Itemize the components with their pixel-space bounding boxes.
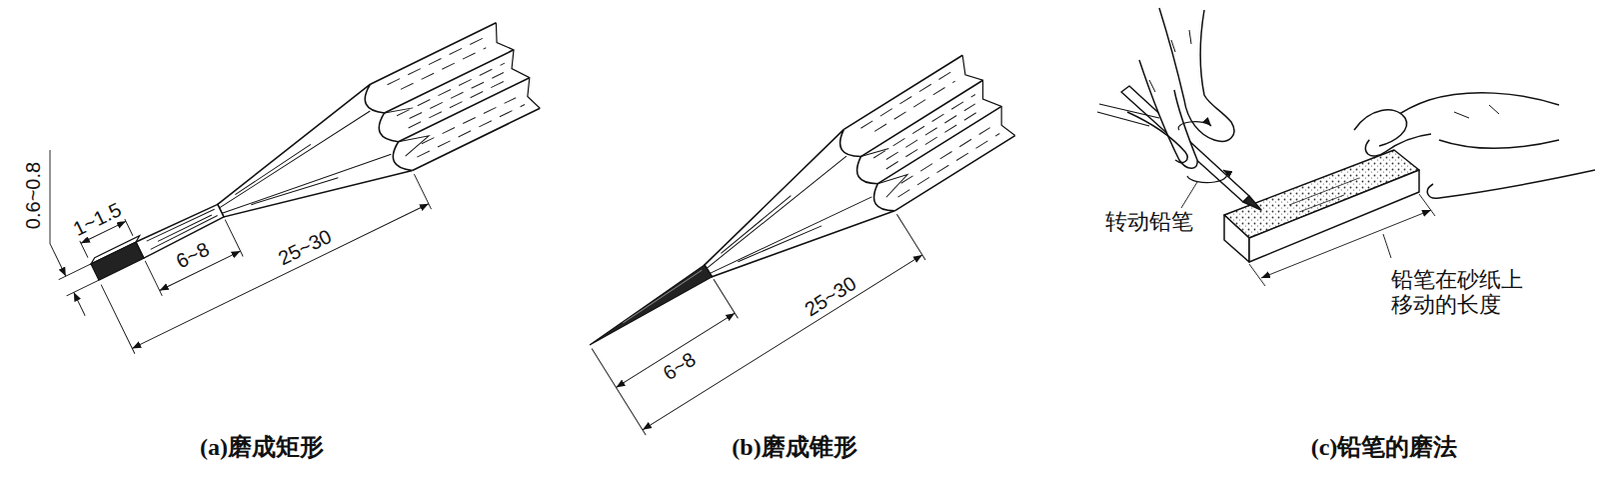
dimension-value: 0.6~0.8 xyxy=(22,158,46,230)
annotation-label: 铅笔在砂纸上移动的长度 xyxy=(1389,266,1534,318)
figure-caption: (b)磨成锥形 xyxy=(729,433,859,462)
dimension-value: 6~8 xyxy=(170,236,215,274)
dimension-value: 6~8 xyxy=(657,346,702,387)
annotation-label: 转动铅笔 xyxy=(1103,208,1196,234)
figure-caption: (a)磨成矩形 xyxy=(197,433,326,462)
dimension-value: 25~30 xyxy=(798,269,862,321)
figure-caption: (c)铅笔的磨法 xyxy=(1309,433,1461,462)
